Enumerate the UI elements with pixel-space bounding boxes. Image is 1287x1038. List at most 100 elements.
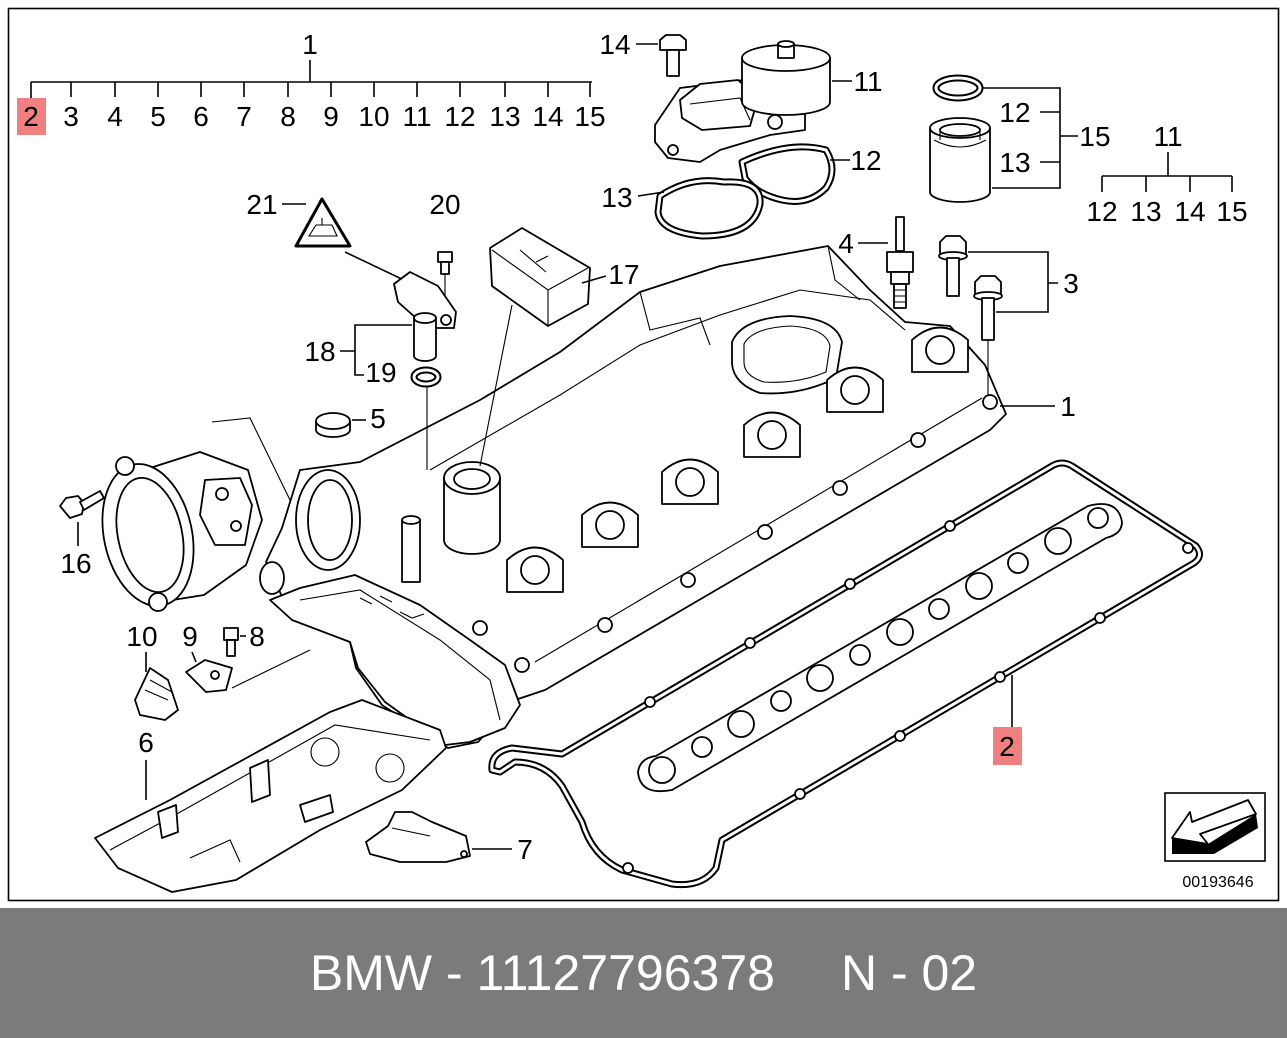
callout-21-label: 21 <box>246 189 277 220</box>
plug-well-ring <box>806 664 834 692</box>
bracket-7-body <box>365 811 471 863</box>
callout-4-sensor: 4 <box>838 228 854 259</box>
bolt-14-shank <box>666 49 680 77</box>
cam-tower-bore <box>520 555 550 585</box>
actuator-module-11: 11 <box>654 40 883 163</box>
callout-9-bracket: 9 <box>182 621 198 652</box>
plug-well-ring <box>727 710 755 738</box>
bracket-9-hole <box>210 670 220 680</box>
callout-15-group: 15 <box>1079 121 1110 152</box>
plug-well-ring <box>691 736 713 758</box>
eccentric-shaft-window <box>731 315 843 395</box>
bolt-hole <box>982 394 998 410</box>
gasket-tab <box>794 788 806 800</box>
plug-5: 5 <box>315 403 386 438</box>
clip-10-folds <box>144 679 173 701</box>
bolt-16: 16 <box>59 490 105 579</box>
breather-housing <box>269 574 521 746</box>
throttle-housing <box>101 417 291 612</box>
bracket-7-fold <box>391 827 431 837</box>
heat-shield-cutout <box>310 737 340 767</box>
gasket-12-module: 12 <box>738 143 882 205</box>
gasket-13-inner <box>656 179 762 238</box>
cam-tower-bore <box>925 335 955 365</box>
plug-well-ring <box>1087 507 1109 529</box>
plug-well-ring <box>886 618 914 646</box>
bolt-hole <box>910 432 926 448</box>
sensor-18-mount-hole <box>440 314 452 326</box>
plug-well-ring <box>928 598 950 620</box>
screw-20-head <box>437 251 453 263</box>
callout-14: 14 <box>532 101 563 132</box>
bolts-3: 3 <box>938 235 1079 395</box>
callout-1-assembly: 1 <box>302 29 318 60</box>
plug-well-ring <box>849 644 871 666</box>
plug-well-ring <box>770 690 792 712</box>
breather-label-marks <box>359 595 425 619</box>
callout-2-selected: 2 <box>23 101 39 132</box>
breather-pipe <box>401 519 421 583</box>
cam-tower-bore <box>595 510 625 540</box>
leader-3 <box>968 251 1058 313</box>
callout-6: 6 <box>193 101 209 132</box>
bracket-7: 7 <box>365 811 533 865</box>
callout-19-ring: 19 <box>365 357 396 388</box>
orientation-arrow-box: 00193646 <box>1164 792 1266 891</box>
callout-3-bolts: 3 <box>1063 268 1079 299</box>
throttle-actuator-boss <box>230 520 242 532</box>
group-11-tree-lines <box>1101 152 1233 192</box>
sensor-18-top <box>413 312 437 324</box>
gasket-tab <box>1094 612 1106 624</box>
group-15-tree-lines <box>982 87 1078 189</box>
bolt-14: 14 <box>599 29 687 77</box>
heat-shield-cutout <box>375 753 405 783</box>
sleeve-13-bore <box>939 123 981 137</box>
repair-kit-15: 12 13 15 <box>929 74 1111 203</box>
plug-well-ring <box>648 756 676 784</box>
callout-20-screw: 20 <box>429 189 460 220</box>
oil-can-symbol <box>519 249 549 273</box>
clip-10: 10 <box>126 621 179 721</box>
callout-15: 15 <box>574 101 605 132</box>
bracket-7-hole <box>460 850 468 858</box>
heat-shield-6: 6 <box>94 699 447 893</box>
callout-8: 8 <box>280 101 296 132</box>
bolt-16-head <box>59 495 85 519</box>
footer-part-number: BMW - 11127796378 <box>309 945 775 1001</box>
callout-5-plug: 5 <box>370 403 386 434</box>
sensor-18-body <box>413 317 437 362</box>
callout-group-11: 11 12 13 14 15 <box>1086 121 1247 227</box>
callout-18-sensor: 18 <box>304 336 335 367</box>
callout-12-gasket: 12 <box>850 145 881 176</box>
gasket-13-module: 13 <box>601 177 764 240</box>
filler-cap-position-line <box>479 304 513 467</box>
diagram-id: 00193646 <box>1182 874 1253 891</box>
screw-8-shank <box>226 639 236 657</box>
arrow-shadow <box>1172 814 1258 854</box>
intake-port-bore <box>307 479 353 561</box>
callout-17-cap: 17 <box>608 259 639 290</box>
selected-gasket-highlight <box>993 727 1022 765</box>
gasket-tab <box>944 520 956 532</box>
filler-cap-17: 17 <box>479 227 640 467</box>
sensor-18: 18 <box>304 271 457 376</box>
screw-20: 20 <box>429 189 461 308</box>
o-ring-12-inner <box>934 76 982 100</box>
callout-12-ring: 12 <box>999 97 1030 128</box>
gasket-tab <box>844 578 856 590</box>
breather-pipe-end <box>401 515 421 525</box>
heat-shield-clip <box>249 759 271 803</box>
eccentric-shaft-window-inner <box>743 325 831 383</box>
leader-17 <box>581 275 607 284</box>
module-mount-hole <box>667 144 679 156</box>
exploded-parts-diagram: 1 2 3 4 5 6 7 8 9 10 11 12 13 14 15 14 1… <box>7 7 1280 902</box>
gasket-tab <box>622 862 634 874</box>
throttle-actuator-boss <box>215 487 229 501</box>
bolt-16-shank <box>79 490 105 511</box>
sleeve-13-bearing-lines <box>933 128 987 148</box>
callout-4: 4 <box>107 101 123 132</box>
throttle-housing-tab <box>115 456 135 476</box>
callout-tree-lines <box>30 60 592 98</box>
cam-tower-bore <box>675 467 705 497</box>
callout-8-screw: 8 <box>249 621 265 652</box>
